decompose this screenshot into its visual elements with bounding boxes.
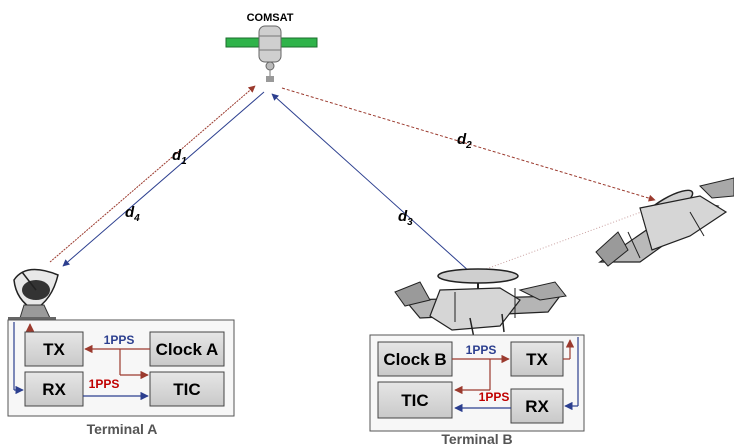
terminal-b-pps-bottom: 1PPS — [479, 390, 510, 404]
terminal-b-tic-label: TIC — [401, 391, 428, 410]
terminal-b-pps-top: 1PPS — [466, 343, 497, 357]
d3-path — [271, 93, 471, 273]
terminal-b-clock-label: Clock B — [383, 350, 446, 369]
terminal-b-clock-box — [377, 341, 453, 377]
aircraft-icon-2 — [595, 177, 734, 267]
terminal-b-panel: Clock B TX TIC RX 1PPS 1PPS Terminal B — [369, 334, 585, 447]
aircraft-icon-1 — [394, 268, 567, 339]
d1-uplink-path — [49, 85, 256, 263]
terminal-a-name: Terminal A — [87, 421, 158, 437]
terminal-a-tx-box — [24, 331, 84, 367]
terminal-a-clock-label: Clock A — [156, 340, 219, 359]
terminal-a-pps-top: 1PPS — [104, 333, 135, 347]
terminal-b-rx-box — [510, 388, 564, 424]
terminal-b-rx-label: RX — [525, 397, 549, 416]
terminal-b-tic-box — [377, 381, 453, 419]
solar-panel-left — [225, 37, 261, 48]
satellite-body — [258, 25, 282, 63]
solar-panel-right — [280, 37, 318, 48]
terminal-a-tx-label: TX — [43, 340, 65, 359]
satellite-label: COMSAT — [247, 12, 294, 24]
terminal-a-rx-label: RX — [42, 380, 66, 399]
satellite-dish-icon — [8, 268, 59, 321]
terminal-a-rx-box — [24, 371, 84, 407]
d2-label: d2 — [457, 131, 472, 151]
d4-label: d4 — [125, 204, 140, 224]
terminal-a-tic-box — [149, 371, 225, 407]
d1-label: d1 — [172, 147, 187, 167]
terminal-a-pps-bottom: 1PPS — [89, 377, 120, 391]
terminal-b-tx-box — [510, 341, 564, 377]
aircraft-relay-path — [477, 207, 653, 273]
satellite: COMSAT — [225, 12, 318, 82]
terminal-b-tx-label: TX — [526, 350, 548, 369]
terminal-a-panel: TX Clock A RX TIC 1PPS 1PPS Terminal A — [7, 319, 235, 437]
terminal-a-tic-label: TIC — [173, 380, 200, 399]
terminal-a-clock-box — [149, 331, 225, 367]
terminal-b-name: Terminal B — [441, 431, 512, 447]
d3-label: d3 — [398, 208, 413, 228]
d4-downlink-path — [62, 91, 265, 267]
